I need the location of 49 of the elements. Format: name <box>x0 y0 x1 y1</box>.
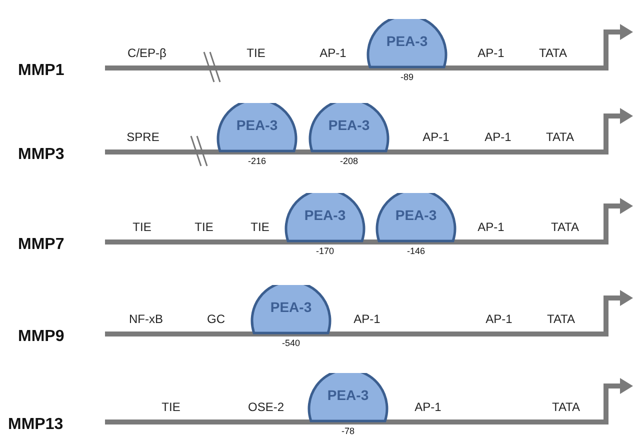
element-label: AP-1 <box>484 130 512 144</box>
element-label: TATA <box>539 46 567 60</box>
element-label: SPRE <box>126 130 160 144</box>
binding-site-dome <box>307 373 389 423</box>
element-label: GC <box>207 312 225 326</box>
site-label: PEA-3 <box>327 117 371 133</box>
gene-label: MMP1 <box>18 62 64 80</box>
site-label: PEA-3 <box>385 33 429 49</box>
element-label: TIE <box>246 46 266 60</box>
element-label: TIE <box>162 400 180 414</box>
element-label: TATA <box>551 220 579 234</box>
element-label: TATA <box>547 312 575 326</box>
element-label: OSE-2 <box>248 400 284 414</box>
position-number: -216 <box>248 156 266 166</box>
binding-site-dome <box>250 285 332 335</box>
element-label: AP-1 <box>354 312 380 326</box>
element-label: NF-xB <box>129 312 163 326</box>
element-label: AP-1 <box>320 46 346 60</box>
element-label: TIE <box>132 220 152 234</box>
gene-label: MMP13 <box>8 416 64 434</box>
element-label: TIE <box>250 220 270 234</box>
element-label: TATA <box>546 130 574 144</box>
position-number: -170 <box>316 246 334 256</box>
element-label: TATA <box>552 400 580 414</box>
position-number: -208 <box>340 156 358 166</box>
element-label: C/EP-β <box>128 46 166 60</box>
site-label: PEA-3 <box>326 387 370 403</box>
element-label: AP-1 <box>478 46 504 60</box>
element-label: AP-1 <box>478 220 504 234</box>
position-number: -78 <box>342 426 354 435</box>
gene-label: MMP7 <box>18 236 64 254</box>
binding-site-dome <box>366 19 448 69</box>
binding-site-dome <box>375 193 457 243</box>
element-label: AP-1 <box>414 400 442 414</box>
gene-label: MMP9 <box>18 328 64 346</box>
element-label: TIE <box>194 220 214 234</box>
site-label: PEA-3 <box>235 117 279 133</box>
element-label: AP-1 <box>422 130 450 144</box>
position-number: -146 <box>407 246 425 256</box>
binding-site-dome <box>216 103 298 153</box>
site-label: PEA-3 <box>394 207 438 223</box>
gene-label: MMP3 <box>18 146 64 164</box>
element-label: AP-1 <box>486 312 512 326</box>
site-label: PEA-3 <box>269 299 313 315</box>
binding-site-dome <box>308 103 390 153</box>
site-label: PEA-3 <box>303 207 347 223</box>
position-number: -89 <box>400 72 414 82</box>
position-number: -540 <box>282 338 300 348</box>
binding-site-dome <box>284 193 366 243</box>
